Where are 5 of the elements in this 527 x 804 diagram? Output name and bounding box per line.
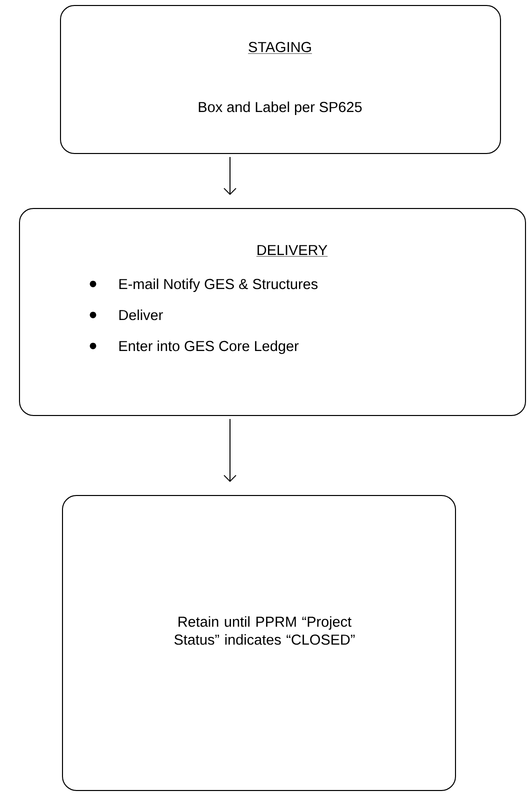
process-box: STAGING Box and Label per SP625 (60, 5, 501, 154)
arrow (224, 156, 236, 195)
process-box: Retain until PPRM “Project Status” indicates “CLOSED” (62, 495, 456, 791)
arrow (224, 418, 236, 482)
process-box: DELIVERY E-mail Notify GES & Structures Deliver Enter into GES Core Ledger (19, 208, 526, 416)
